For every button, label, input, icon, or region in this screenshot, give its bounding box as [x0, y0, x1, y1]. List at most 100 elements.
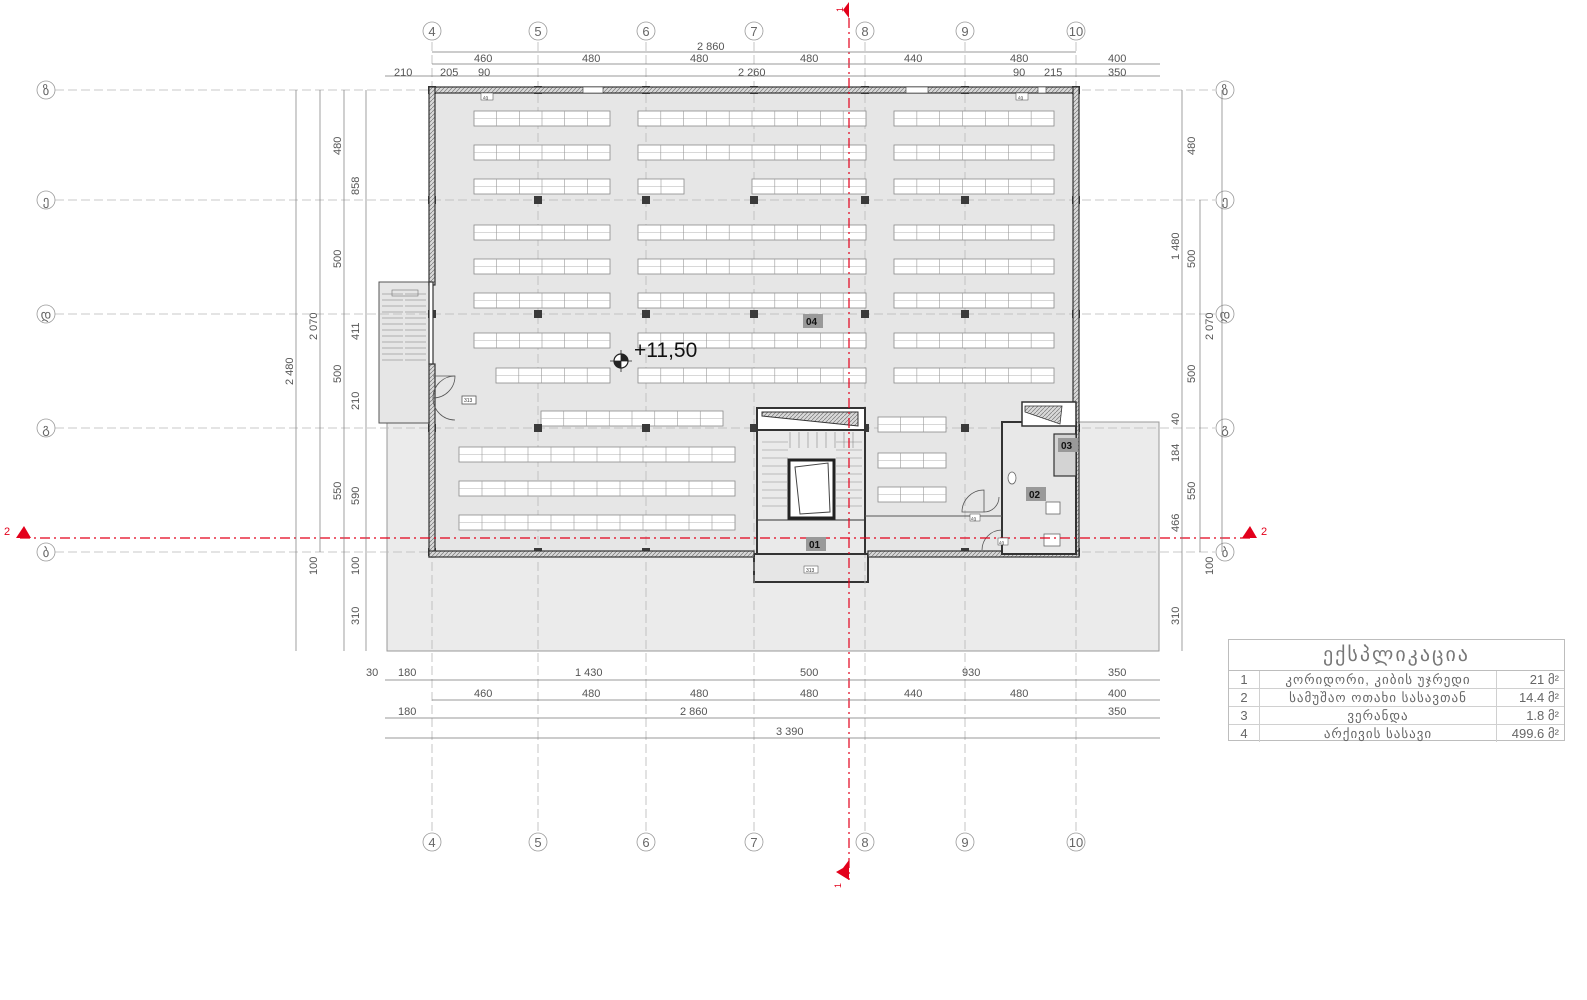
svg-text:4: 4 — [428, 835, 435, 850]
column — [750, 424, 758, 432]
svg-text:5: 5 — [534, 24, 541, 39]
explication-title: ექსპლიკაცია — [1229, 640, 1564, 671]
dim-top-detail-7: 350 — [1108, 67, 1126, 79]
axis-bubble: ზ — [36, 80, 56, 100]
svg-text:7: 7 — [750, 835, 757, 850]
axis-bubble: 4 — [422, 832, 442, 852]
room-tag-03: 03 — [1061, 441, 1073, 452]
section-label-1-bottom: 1 — [833, 883, 843, 888]
explication-row: 1 კორიდორი, კიბის უჯრედი 21 მ² — [1229, 671, 1564, 689]
dim-top-detail-6: 215 — [1044, 67, 1062, 79]
small-tag-3: 313 — [806, 568, 815, 574]
axis-bubble: ზ — [1215, 80, 1235, 100]
dim-bottom-r1-6: 350 — [1108, 667, 1126, 679]
row-area: 499.6 მ² — [1511, 726, 1559, 741]
column — [642, 196, 650, 204]
small-tag-6: ავ — [999, 540, 1005, 546]
dim-left-inner-3: 210 — [350, 392, 362, 410]
shelf-unit — [637, 367, 867, 384]
archive-shelving — [458, 110, 1055, 531]
svg-text:5: 5 — [534, 835, 541, 850]
dimension-lines — [295, 51, 1223, 739]
dim-left-inner-5: 100 — [350, 557, 362, 575]
dim-top-bay-6: 480 — [1010, 53, 1028, 65]
dimension-texts: 2 860 460 480 480 480 440 480 400 210 20… — [366, 41, 1126, 738]
dim-left-inner-1: 858 — [350, 177, 362, 195]
shelf-unit — [893, 292, 1055, 309]
dim-right-detail-3: 466 — [1170, 514, 1182, 532]
shelf-unit — [495, 367, 611, 384]
dim-bottom-r2-6: 480 — [1010, 688, 1028, 700]
axis-bubble: ბ — [1215, 542, 1235, 562]
axis-bubble: 6 — [636, 832, 656, 852]
shelf-unit — [893, 110, 1055, 127]
row-num: 2 — [1229, 689, 1260, 706]
section-label-2-left: 2 — [4, 526, 10, 538]
row-name: სამუშაო ოთახი სასავთან — [1260, 689, 1497, 706]
dim-left-bay-4: 550 — [332, 482, 344, 500]
dim-right-bay-2: 500 — [1186, 250, 1198, 268]
shelf-unit — [473, 144, 611, 161]
column — [861, 310, 869, 318]
dimension-texts-vertical: 2 480 2 070 858 411 210 590 100 310 480 … — [284, 137, 1216, 625]
column — [750, 310, 758, 318]
dim-top-detail-1: 210 — [394, 67, 412, 79]
shelf-unit — [877, 416, 947, 433]
room-tag-02: 02 — [1029, 490, 1041, 501]
axis-bubble: 5 — [528, 832, 548, 852]
section-lines — [20, 18, 1250, 880]
svg-text:ზ: ზ — [43, 83, 50, 98]
axis-bubble: ე — [1215, 190, 1235, 210]
dim-top-overall: 2 860 — [697, 41, 725, 53]
level-mark: +11,50 — [634, 339, 697, 362]
shelf-unit — [473, 224, 611, 241]
small-tag-2: ავ — [1018, 95, 1024, 101]
dim-right-detail-1: 40 — [1170, 413, 1182, 425]
column — [961, 310, 969, 318]
dim-right-bay-6: 310 — [1170, 607, 1182, 625]
dim-bottom-r1-4: 500 — [800, 667, 818, 679]
shelf-unit — [877, 452, 947, 469]
svg-text:6: 6 — [642, 835, 649, 850]
axis-bubble: 8 — [855, 21, 875, 41]
shelf-unit — [473, 332, 611, 349]
row-num: 1 — [1229, 671, 1260, 688]
shelf-unit — [540, 410, 724, 427]
dim-right-bay-5: 100 — [1204, 557, 1216, 575]
dim-top-detail-5: 90 — [1013, 67, 1025, 79]
shelf-unit — [893, 144, 1055, 161]
axis-bubble: გ — [1215, 418, 1235, 438]
dim-top-bay-3: 480 — [690, 53, 708, 65]
exterior-walls — [428, 86, 1080, 558]
column — [642, 310, 650, 318]
shelf-unit — [893, 258, 1055, 275]
explication-row: 4 არქივის სასავი 499.6 მ² — [1229, 725, 1564, 742]
dim-top-bay-5: 440 — [904, 53, 922, 65]
shelf-unit — [473, 258, 611, 275]
axis-bubble: 7 — [744, 21, 764, 41]
section-label-2-right: 2 — [1261, 526, 1267, 538]
column — [750, 196, 758, 204]
shelf-unit — [637, 292, 867, 309]
shelf-unit — [637, 258, 867, 275]
dim-right-bay-4: 550 — [1186, 482, 1198, 500]
shelf-unit — [637, 110, 867, 127]
dim-top-bay-2: 480 — [582, 53, 600, 65]
svg-text:10: 10 — [1069, 835, 1083, 850]
dim-right-middle: 1 480 — [1170, 232, 1182, 260]
row-name: კორიდორი, კიბის უჯრედი — [1260, 671, 1497, 688]
row-name: ვერანდა — [1260, 707, 1497, 724]
shelf-unit — [893, 178, 1055, 195]
shelf-unit — [893, 224, 1055, 241]
dim-bottom-overall: 3 390 — [776, 726, 804, 738]
axis-bubble: 9 — [955, 21, 975, 41]
dim-top-bay-1: 460 — [474, 53, 492, 65]
column — [961, 196, 969, 204]
svg-text:დ: დ — [1220, 307, 1231, 322]
dim-bottom-r2-2: 480 — [582, 688, 600, 700]
room-tags: 04 01 02 03 — [803, 314, 1078, 551]
dim-bottom-r3-2: 2 860 — [680, 706, 708, 718]
